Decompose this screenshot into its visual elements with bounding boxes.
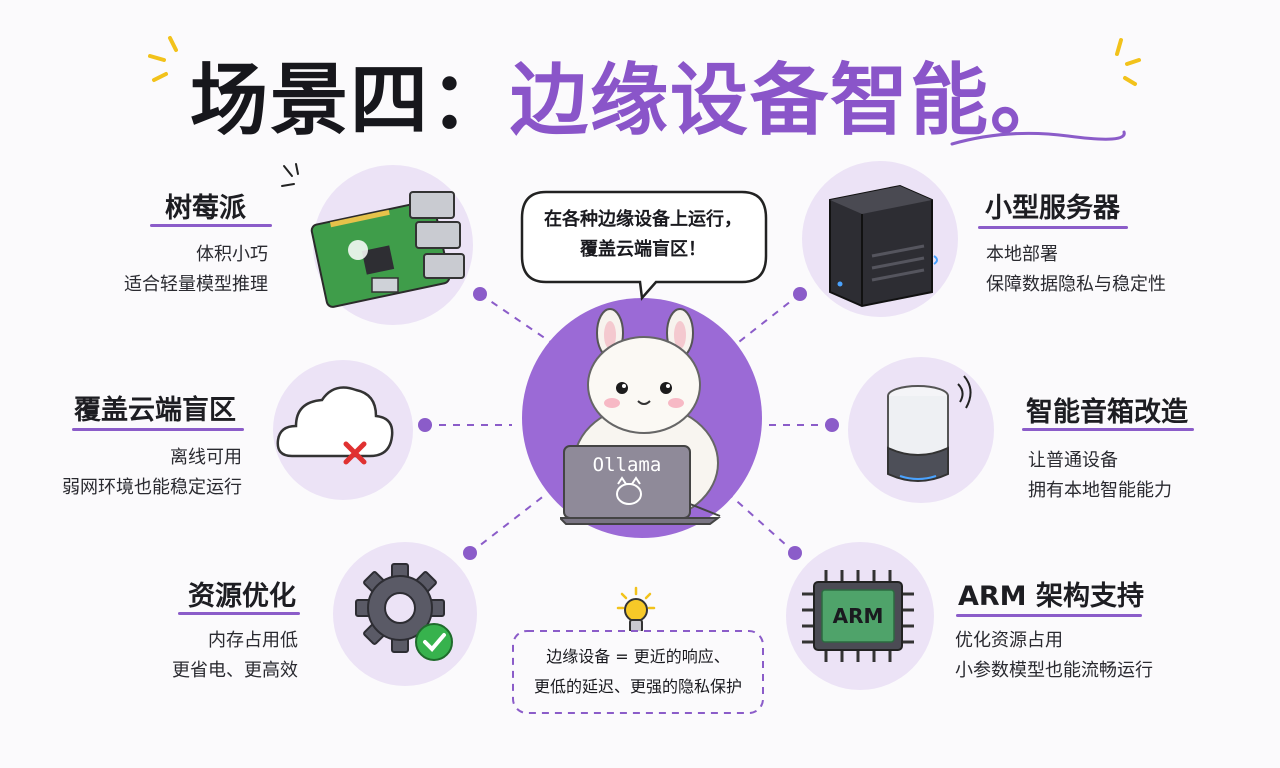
offline-cloud-icon: [273, 360, 413, 500]
desc-arm-support: 优化资源占用 小参数模型也能流畅运行: [955, 626, 1195, 686]
sparkle-left-icon: [148, 36, 178, 82]
title-underline: [950, 130, 1126, 146]
smart-speaker-icon: [848, 357, 994, 503]
label-underline: [956, 614, 1142, 617]
note-box: [512, 630, 764, 714]
bubble-line-2: 覆盖云端盲区！: [580, 239, 706, 260]
label-small-server: 小型服务器: [985, 193, 1120, 224]
speech-bubble-text: 在各种边缘设备上运行， 覆盖云端盲区！: [523, 205, 763, 265]
desc-line-1: 本地部署: [986, 244, 1058, 265]
note-line-2: 更低的延迟、更强的隐私保护: [533, 677, 742, 696]
label-underline: [150, 224, 272, 227]
label-underline: [178, 612, 300, 615]
laptop-icon: [560, 445, 721, 525]
desc-line-2: 小参数模型也能流畅运行: [955, 660, 1153, 681]
desc-raspberry-pi: 体积小巧 适合轻量模型推理: [70, 240, 268, 300]
speech-bubble: [520, 190, 768, 301]
desc-line-2: 拥有本地智能能力: [1028, 480, 1172, 501]
desc-line-2: 适合轻量模型推理: [124, 274, 268, 295]
desc-small-server: 本地部署 保障数据隐私与稳定性: [986, 240, 1216, 300]
server-icon: [802, 161, 958, 317]
arm-chip-text: ARM: [832, 604, 884, 628]
desc-line-2: 保障数据隐私与稳定性: [986, 274, 1166, 295]
label-underline: [72, 428, 244, 431]
desc-line-1: 优化资源占用: [955, 630, 1063, 651]
note-text: 边缘设备 = 更近的响应、 更低的延迟、更强的隐私保护: [512, 642, 764, 702]
title-part1: 场景四：: [190, 56, 511, 146]
desc-line-2: 更省电、更高效: [172, 660, 298, 681]
note-line-1: 边缘设备 = 更近的响应、: [546, 647, 730, 666]
desc-line-1: 体积小巧: [196, 244, 268, 265]
spark-icon: [281, 163, 299, 187]
title-part2: 边缘设备智能。: [510, 56, 1071, 146]
desc-line-1: 离线可用: [170, 447, 242, 468]
sparkle-right-icon: [1115, 38, 1141, 86]
label-smart-speaker: 智能音箱改造: [1026, 397, 1188, 428]
laptop-label: Ollama: [592, 454, 662, 476]
desc-resource-optimization: 内存占用低 更省电、更高效: [100, 626, 298, 686]
page-title: 场景四：边缘设备智能。: [190, 38, 1150, 146]
raspberry-pi-icon: [310, 165, 473, 325]
desc-line-1: 让普通设备: [1028, 450, 1118, 471]
label-arm-support: ARM 架构支持: [958, 581, 1144, 612]
bubble-line-1: 在各种边缘设备上运行，: [544, 209, 742, 230]
label-raspberry-pi: 树莓派: [165, 193, 246, 224]
label-resource-optimization: 资源优化: [188, 581, 296, 612]
label-underline: [1022, 428, 1194, 431]
gear-check-icon: [333, 542, 477, 686]
label-underline: [978, 226, 1128, 229]
arm-chip-icon: [786, 542, 934, 690]
label-cloud-blind-spot: 覆盖云端盲区: [74, 395, 236, 426]
desc-cloud-blind-spot: 离线可用 弱网环境也能稳定运行: [20, 443, 242, 503]
lightbulb-icon: [616, 586, 656, 633]
desc-smart-speaker: 让普通设备 拥有本地智能能力: [1028, 446, 1238, 506]
desc-line-2: 弱网环境也能稳定运行: [62, 477, 242, 498]
desc-line-1: 内存占用低: [208, 630, 298, 651]
